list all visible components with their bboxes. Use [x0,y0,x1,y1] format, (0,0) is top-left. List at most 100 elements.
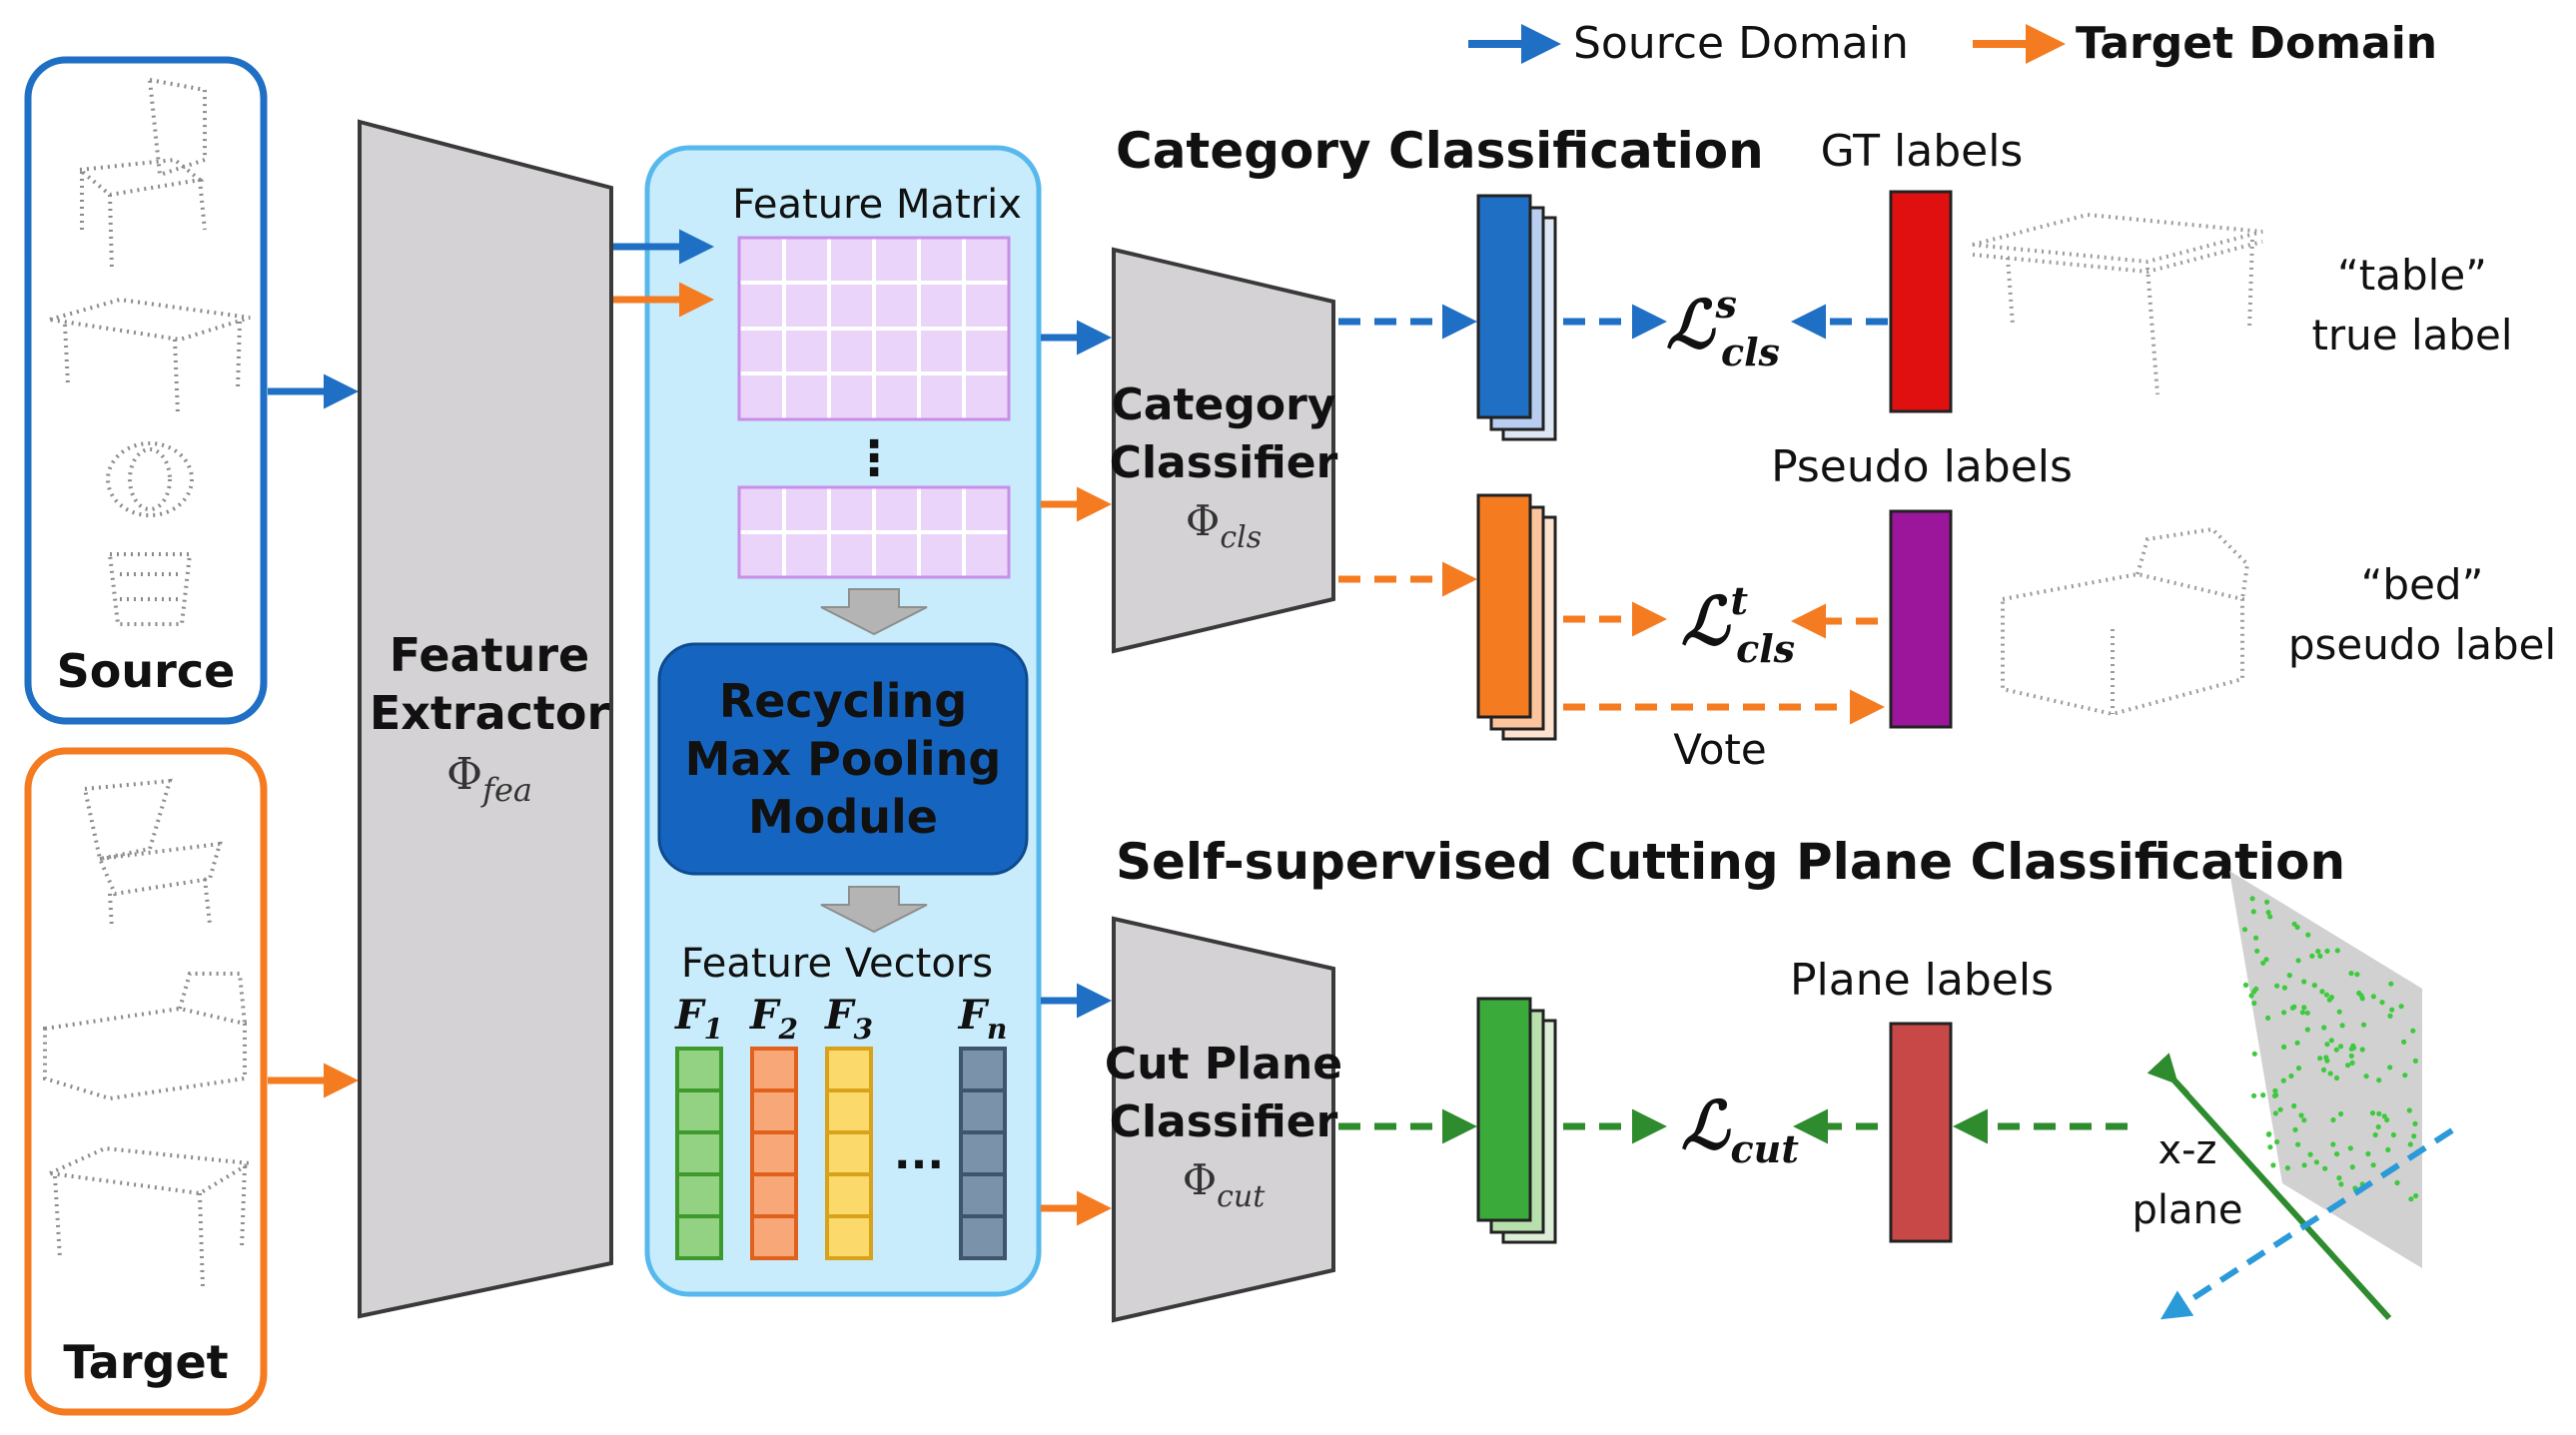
plane-point [2326,997,2332,1003]
plane-point [2394,1179,2400,1186]
feature-vector-label: F1 [674,992,723,1046]
rmp-line2: Max Pooling [685,732,1002,786]
plane-point [2361,1022,2367,1028]
plane-point [2402,1073,2408,1078]
feature-vector-cell [959,1214,1007,1260]
vote-label: Vote [1673,725,1766,774]
plane-point [2281,1010,2287,1016]
feature-matrix-label: Feature Matrix [732,182,1022,228]
plane-point [2333,1075,2340,1081]
plane-point [2333,1047,2339,1053]
plane-point [2350,1043,2356,1049]
plane-point [2412,1058,2418,1064]
plane-point [2265,1015,2271,1022]
feature-vector-cell [959,1088,1007,1134]
feature-extractor-line2: Extractor [370,686,610,740]
plane-point [2288,1073,2294,1079]
plane-point [2412,1120,2418,1126]
plane-point [2294,924,2300,931]
plane-point [2319,989,2325,995]
target-chair-pointcloud [82,778,223,930]
pseudo-labels-title: Pseudo labels [1771,441,2073,492]
feature-vectors-label: Feature Vectors [681,941,993,987]
table-example-pointcloud [1972,212,2263,395]
cut-loss: ℒcut [1563,1086,1878,1171]
plane-point [2381,1113,2387,1119]
cut-prediction-stack [1476,997,1557,1244]
target-prediction-stack [1476,493,1557,741]
plane-point [2248,993,2254,999]
plane-point [2336,1009,2342,1015]
plane-point [2305,932,2311,938]
plane-point [2327,1071,2333,1076]
plane-point [2264,899,2270,905]
plane-point [2338,1110,2344,1117]
feature-vector-cell [675,1214,723,1260]
feature-extractor-symbol: Φfea [446,749,532,809]
feature-vector-cell [750,1047,798,1092]
rmp-line1: Recycling [719,674,967,728]
plane-point [2280,1077,2286,1083]
plane-point [2406,1107,2412,1113]
plane-point [2295,958,2301,964]
feature-matrix-dots: ⋮ [850,430,898,486]
plane-point [2328,1038,2334,1044]
feature-extractor-line1: Feature [390,628,589,682]
plane-point [2359,996,2365,1002]
feature-panel: Feature Matrix ⋮ [613,145,1042,1297]
feature-vector-cell [750,1130,798,1176]
feature-vector-cell [675,1088,723,1134]
target-bed-pointcloud [43,972,247,1101]
plane-point [2408,1196,2414,1202]
source-plant-pointcloud [106,441,194,626]
xz-plane-illustration: x-z plane [2133,871,2454,1321]
feature-vector-3: F3 [824,992,873,1260]
feature-vector-2: F2 [749,992,798,1260]
plane-point [2272,1110,2278,1116]
feature-vector-label: F3 [824,992,873,1046]
plane-point [2387,1065,2393,1071]
plane-point [2324,1042,2330,1048]
plane-point [2295,1141,2301,1147]
source-input-box: Source [24,56,268,725]
plane-point [2336,1175,2342,1181]
plane-point [2254,948,2260,954]
pseudo-label-bar [1889,509,1953,729]
feature-vector-cell [825,1172,873,1218]
source-input-label: Source [57,644,236,698]
cutting-plane-title: Self-supervised Cutting Plane Classifica… [1116,833,2345,891]
gt-label-bar [1889,190,1953,413]
feature-vector-label: Fn [958,992,1008,1046]
bed-example-line1: “bed” [2361,560,2484,609]
plane-point [2338,1181,2344,1187]
plane-point [2260,1092,2266,1098]
plane-point [2301,1162,2307,1168]
plane-point [2304,1010,2310,1016]
feature-vector-cell [825,1130,873,1176]
category-classifier-line2: Classifier [1110,437,1338,488]
plane-point [2301,1005,2307,1011]
plane-point [2281,1044,2287,1050]
plane-point [2372,1131,2378,1138]
plane-point [2349,1164,2355,1170]
plane-point [2337,1044,2344,1050]
recycling-max-pooling-module: Recycling Max Pooling Module [657,642,1029,876]
plane-point [2323,1055,2329,1061]
feature-vector-n: Fn [958,992,1008,1260]
cut-classifier-symbol: Φcut [1183,1155,1267,1214]
category-classification-title: Category Classification [1116,122,1764,180]
plane-point [2281,985,2287,991]
plane-point [2265,910,2271,916]
plane-example-line2: plane [2133,1187,2243,1233]
plane-point [2313,1159,2319,1165]
plane-point [2390,1131,2396,1138]
plane-point [2251,989,2257,995]
feature-vector-label: F2 [749,992,798,1046]
plane-point [2324,948,2330,955]
plane-point [2267,914,2273,920]
table-example-line2: true label [2311,311,2512,359]
legend-source-label: Source Domain [1573,18,1909,69]
feature-vector-cell [675,1047,723,1092]
